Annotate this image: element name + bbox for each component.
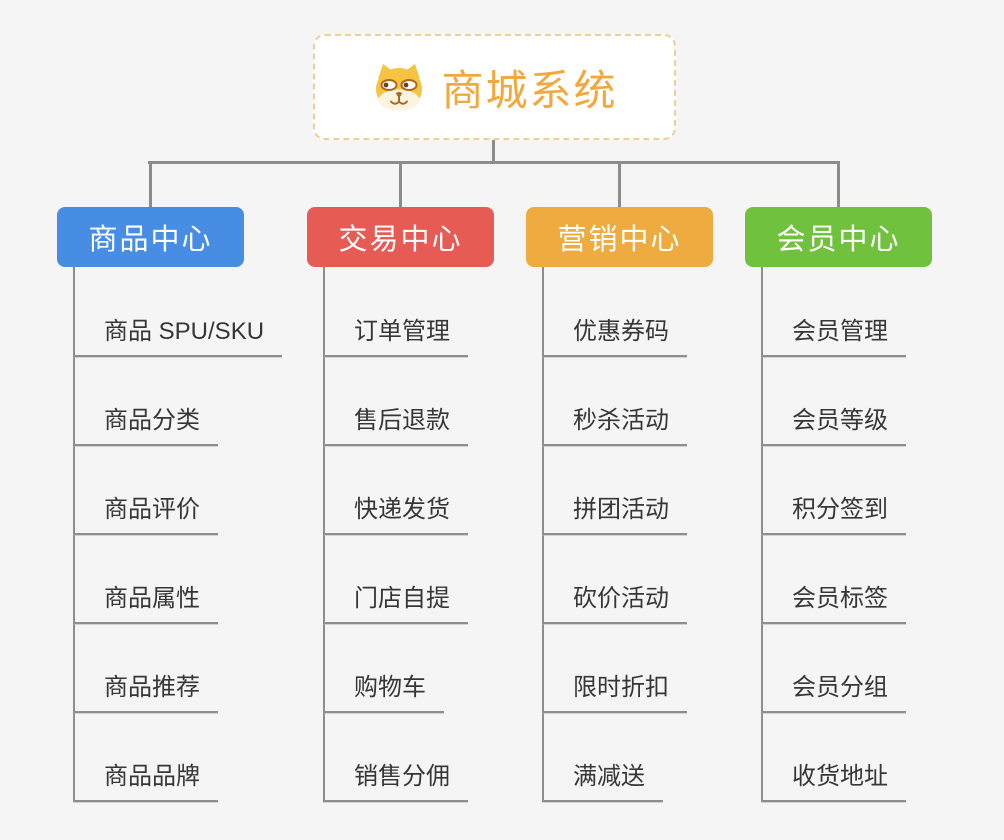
leaf-node[interactable]: 门店自提 [323,584,468,624]
branch-drop-line-3 [618,161,621,208]
leaf-node[interactable]: 积分签到 [761,495,906,535]
leaf-node[interactable]: 收货地址 [761,762,906,802]
leaf-node[interactable]: 快递发货 [323,495,468,535]
branch-header-2[interactable]: 交易中心 [307,207,494,267]
branch-1: 商品中心 商品 SPU/SKU 商品分类商品评价商品属性商品推荐商品品牌 [57,207,283,802]
leaf-node[interactable]: 会员分组 [761,673,906,713]
trunk-horizontal-line [148,161,840,164]
root-title: 商城系统 [441,66,618,114]
branch-label: 商品中心 [88,224,213,256]
root-node[interactable]: 商城系统 [313,34,676,140]
leaf-node[interactable]: 商品分类 [73,406,218,446]
leaf-node[interactable]: 购物车 [323,673,444,713]
leaf-node[interactable]: 商品品牌 [73,762,218,802]
leaf-node[interactable]: 限时折扣 [542,673,687,713]
leaf-node[interactable]: 会员管理 [761,317,906,357]
leaf-node[interactable]: 商品 SPU/SKU [73,317,283,357]
leaf-node[interactable]: 售后退款 [323,406,468,446]
branch-drop-line-1 [149,161,152,208]
leaf-node[interactable]: 优惠券码 [542,317,687,357]
leaf-node[interactable]: 会员标签 [761,584,906,624]
branch-label: 会员中心 [776,224,901,256]
leaf-node[interactable]: 订单管理 [323,317,468,357]
branch-drop-line-2 [399,161,402,208]
branch-2: 交易中心 订单管理售后退款快递发货门店自提购物车销售分佣 [307,207,494,802]
branch-drop-line-4 [837,161,840,208]
branch-header-1[interactable]: 商品中心 [57,207,244,267]
leaf-node[interactable]: 拼团活动 [542,495,687,535]
branch-label: 营销中心 [557,224,682,256]
branch-header-4[interactable]: 会员中心 [745,207,932,267]
leaf-node[interactable]: 秒杀活动 [542,406,687,446]
leaf-node[interactable]: 砍价活动 [542,584,687,624]
leaf-node[interactable]: 商品属性 [73,584,218,624]
leaf-node[interactable]: 销售分佣 [323,762,468,802]
branch-label: 交易中心 [338,224,463,256]
leaf-node[interactable]: 商品评价 [73,495,218,535]
leaf-node[interactable]: 满减送 [542,762,663,802]
branch-4: 会员中心 会员管理会员等级积分签到会员标签会员分组收货地址 [745,207,932,802]
root-connector-stub [492,140,495,163]
branch-3: 营销中心 优惠券码秒杀活动拼团活动砍价活动限时折扣满减送 [526,207,713,802]
branch-header-3[interactable]: 营销中心 [526,207,713,267]
dog-face-icon [371,62,427,112]
leaf-node[interactable]: 会员等级 [761,406,906,446]
leaf-node[interactable]: 商品推荐 [73,673,218,713]
